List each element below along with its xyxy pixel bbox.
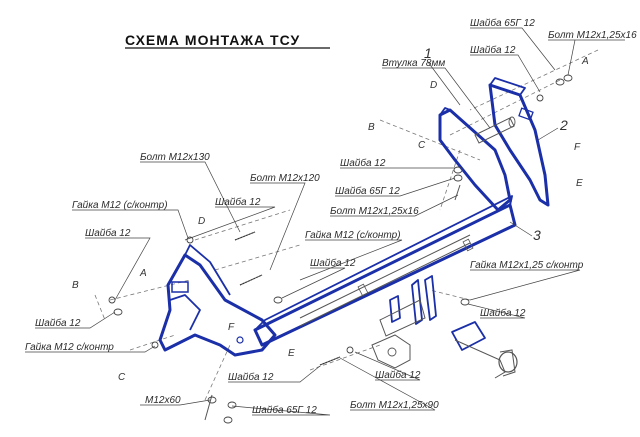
label-washer-12-upper: Шайба 12 — [215, 196, 261, 208]
ball-mount-plates — [379, 275, 437, 337]
right-bracket — [438, 77, 550, 212]
letter-a-left: A — [139, 268, 147, 279]
label-washer-12-mid: Шайба 12 — [340, 157, 386, 169]
letter-e-left: E — [288, 348, 295, 359]
label-washer-12-right: Шайба 12 — [480, 307, 526, 319]
label-washer-65g-top: Шайба 65Г 12 — [470, 17, 535, 29]
label-m12x60: М12х60 — [145, 395, 181, 406]
part-number-1: 1 — [424, 45, 432, 61]
part-number-3: 3 — [533, 227, 541, 243]
letter-c-top: C — [418, 140, 426, 151]
label-bolt-m12-125-90: Болт М12х1,25х90 — [350, 400, 439, 411]
letter-f-right: F — [574, 142, 581, 153]
label-bolt-m12-120: Болт М12х120 — [250, 173, 320, 184]
label-nut-m12-center: Гайка М12 (с/контр) — [305, 230, 401, 241]
label-washer-12-left: Шайба 12 — [85, 227, 131, 239]
label-washer-65g-mid: Шайба 65Г 12 — [335, 185, 400, 197]
leader-lines — [25, 27, 625, 416]
label-washer-12-bottom-2: Шайба 12 — [375, 369, 421, 381]
label-bolt-m12-125-16-mid: Болт M12x1,25x16 — [330, 206, 419, 217]
diagram-title: СХЕМА МОНТАЖА ТСУ — [125, 32, 300, 48]
left-bracket — [158, 244, 277, 357]
label-washer-12-bottom: Шайба 12 — [228, 371, 274, 383]
letter-d-top: D — [430, 80, 437, 91]
label-bolt-m12-130: Болт М12х130 — [140, 152, 210, 163]
letter-c-left: C — [118, 372, 126, 383]
label-washer-12-lower-left: Шайба 12 — [35, 317, 81, 329]
letter-d-left: D — [198, 216, 205, 227]
sleeve-part — [474, 116, 516, 144]
tow-ball-assembly — [371, 321, 518, 379]
label-washer-12-top: Шайба 12 — [470, 44, 516, 56]
washers-and-nuts — [108, 74, 573, 424]
letter-e-right: E — [576, 178, 583, 189]
label-washer-12-center: Шайба 12 — [310, 257, 356, 269]
label-nut-m12-left: Гайка М12 (с/контр) — [72, 200, 168, 211]
letter-a-right: A — [581, 56, 589, 67]
letter-b-left: B — [72, 280, 79, 291]
label-bolt-m12-125-16: Болт M12x1,25x16 — [548, 30, 637, 41]
letter-f-left: F — [228, 322, 235, 333]
letter-b-top: B — [368, 122, 375, 133]
label-nut-m12-125-right: Гайка М12х1,25 с/контр — [470, 260, 584, 271]
label-sleeve-78: Втулка 78мм — [382, 58, 445, 69]
part-number-2: 2 — [559, 117, 568, 133]
label-washer-65g-bottom: Шайба 65Г 12 — [252, 404, 317, 416]
bolts — [204, 184, 461, 421]
label-nut-m12-bottom-left: Гайка М12 с/контр — [25, 342, 114, 353]
